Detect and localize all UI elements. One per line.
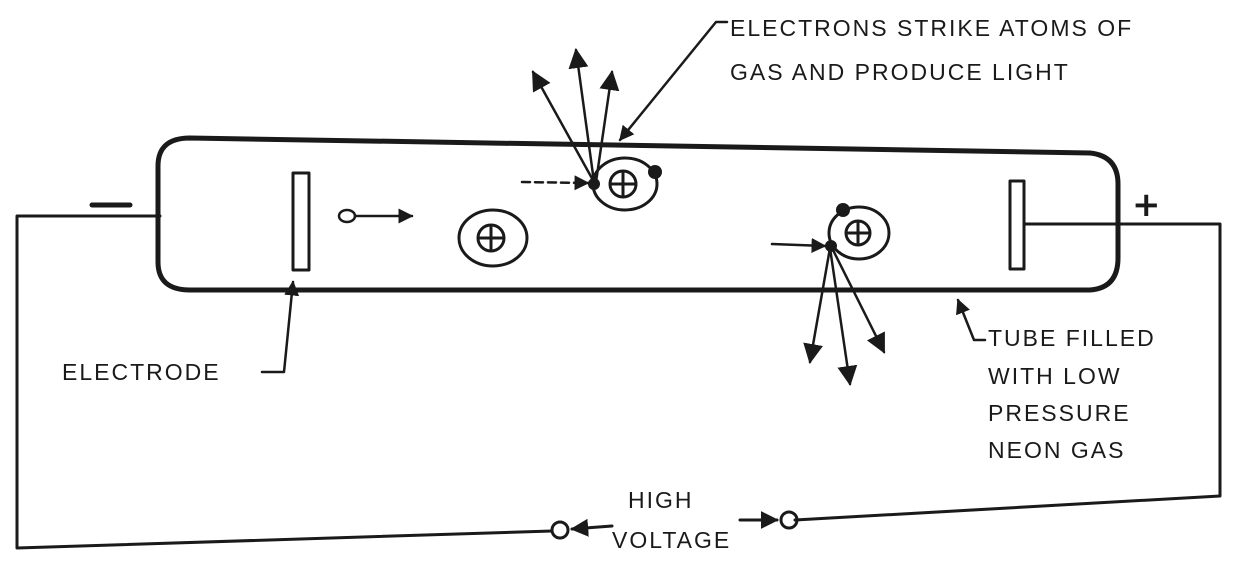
svg-text:NEON GAS: NEON GAS bbox=[988, 437, 1125, 463]
electrode-pointer bbox=[260, 280, 300, 374]
svg-text:VOLTAGE: VOLTAGE bbox=[612, 527, 731, 553]
svg-text:ELECTRONS STRIKE ATOMS OF: ELECTRONS STRIKE ATOMS OF bbox=[730, 15, 1133, 41]
circuit-wire bbox=[15, 214, 1222, 550]
svg-text:TUBE FILLED: TUBE FILLED bbox=[988, 325, 1156, 351]
positive-electrode bbox=[1008, 179, 1026, 271]
svg-text:WITH LOW: WITH LOW bbox=[988, 363, 1122, 389]
voltage-terminal-left bbox=[550, 518, 614, 540]
gas-atom-top bbox=[588, 156, 662, 212]
light-rays-bottom bbox=[803, 246, 886, 386]
light-rays-top bbox=[531, 48, 620, 184]
incoming-electron-arrow-right bbox=[770, 237, 827, 253]
incoming-electron-arrow-top bbox=[520, 175, 590, 191]
negative-electrode bbox=[291, 171, 311, 272]
gas-atom-left bbox=[457, 208, 529, 268]
svg-text:PRESSURE: PRESSURE bbox=[988, 400, 1131, 426]
electrode-label: ELECTRODE bbox=[62, 359, 221, 385]
voltage-terminal-right bbox=[738, 510, 799, 530]
collision-label: ELECTRONS STRIKE ATOMS OF GAS AND PRODUC… bbox=[730, 15, 1133, 85]
emitted-electron bbox=[337, 208, 414, 224]
tube-label: TUBE FILLED WITH LOW PRESSURE NEON GAS bbox=[988, 325, 1156, 463]
svg-text:GAS AND PRODUCE LIGHT: GAS AND PRODUCE LIGHT bbox=[730, 59, 1070, 85]
gas-tube bbox=[155, 135, 1121, 293]
tube-pointer bbox=[956, 298, 987, 342]
svg-text:HIGH: HIGH bbox=[628, 487, 694, 513]
positive-sign: + bbox=[1132, 185, 1161, 225]
gas-atom-right bbox=[825, 203, 891, 261]
collision-pointer bbox=[618, 20, 729, 142]
high-voltage-label: HIGH VOLTAGE bbox=[612, 487, 731, 553]
